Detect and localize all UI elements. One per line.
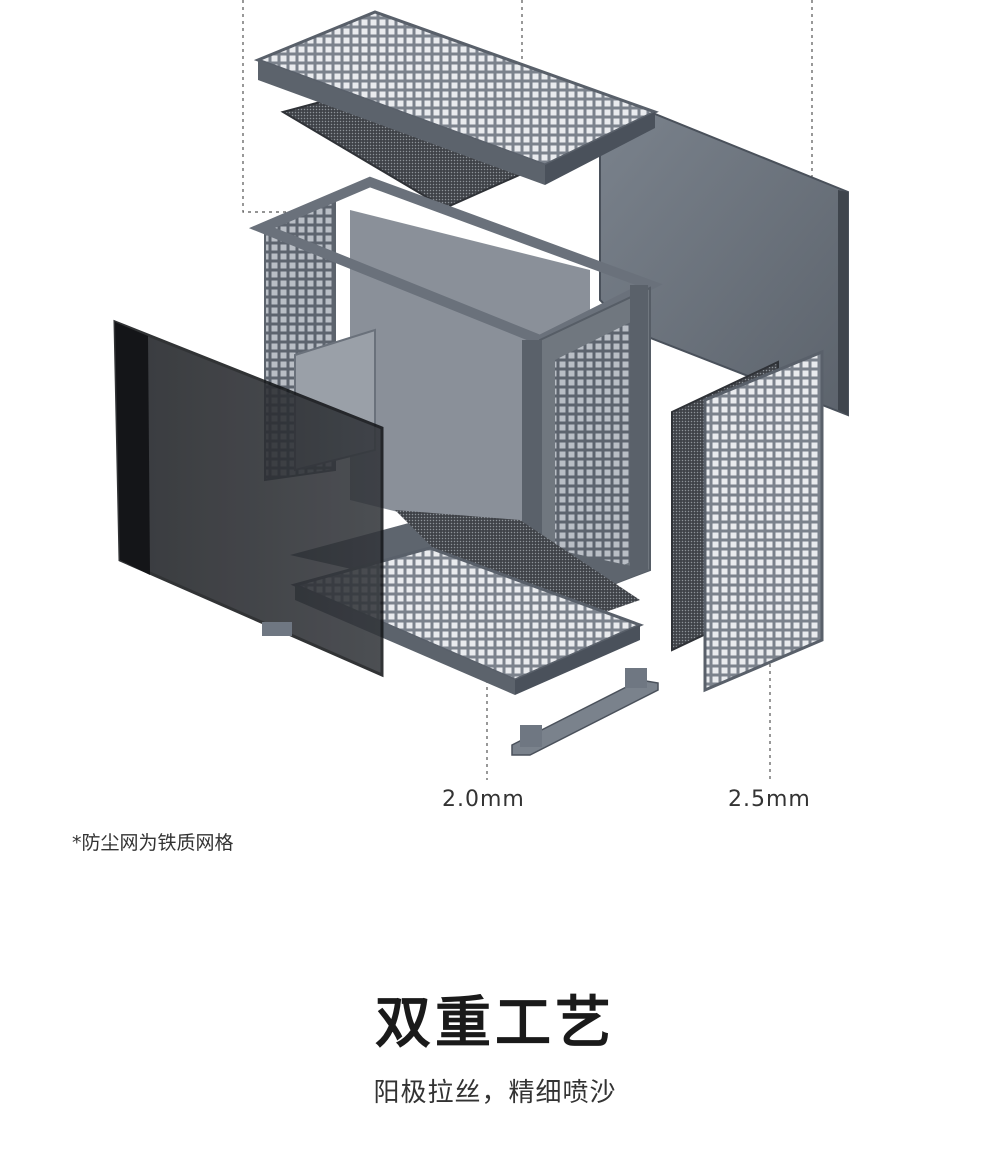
section-headline: 双重工艺 (375, 991, 615, 1056)
section-subline: 阳极拉丝，精细喷沙 (373, 1078, 617, 1108)
support-brackets (511, 668, 659, 756)
top-mesh-panel (253, 10, 659, 185)
right-side-panel (599, 110, 849, 417)
front-mesh-panel (671, 349, 824, 693)
dust-filter-footnote: *防尘网为铁质网格 (72, 832, 234, 854)
mesh-thickness-label-2-5mm: 2.5mm (728, 787, 811, 812)
left-glass-panel (113, 319, 384, 678)
pc-case-exploded-view (113, 0, 849, 780)
mesh-thickness-label-2mm: 2.0mm (442, 787, 525, 812)
guide-lines (242, 0, 813, 780)
